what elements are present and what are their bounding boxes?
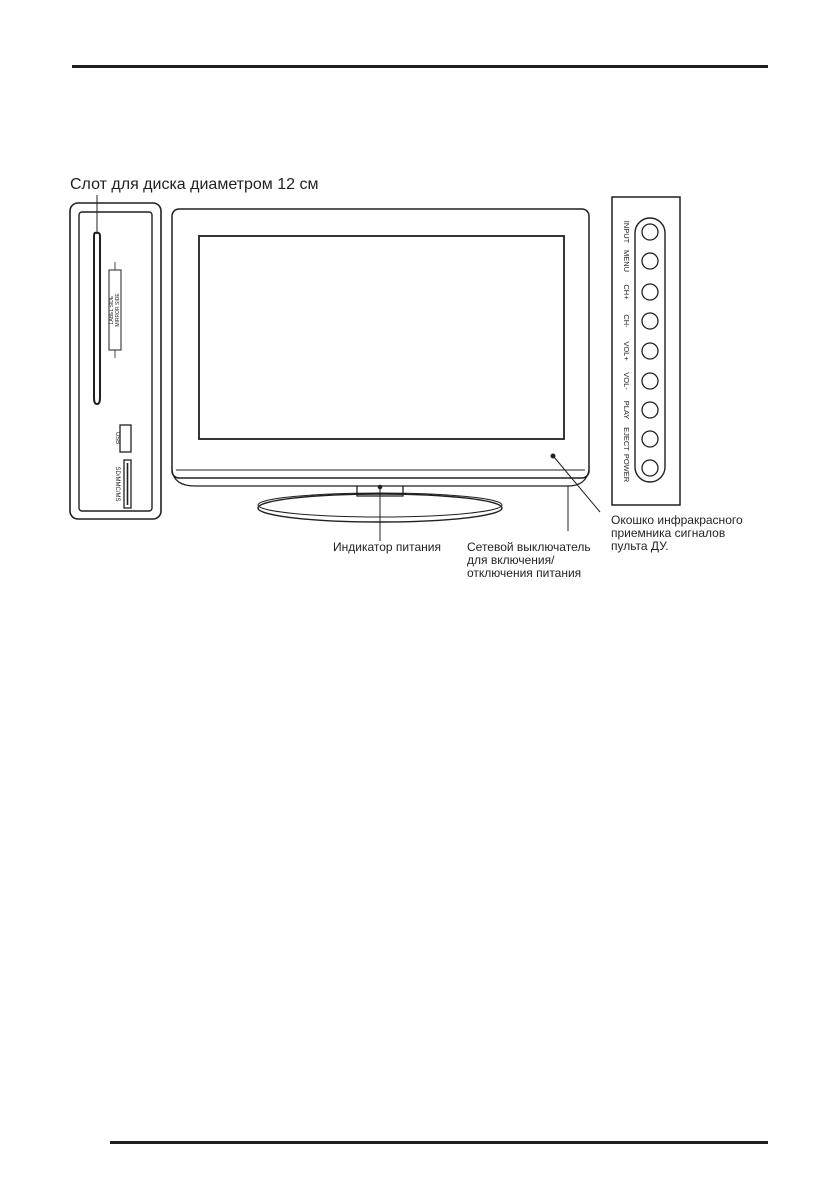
button-eject [641,430,659,448]
usb-label: USB [114,432,120,444]
button-ch-down [641,312,659,330]
button-label: POWER [622,454,631,483]
button-label: CH+ [622,284,631,300]
ir-window [550,453,556,459]
button-label: MENU [622,250,631,272]
button-play [641,401,659,419]
tv-body [171,208,590,487]
disc-slot [93,231,101,406]
ir-window-leader [553,456,601,513]
power-switch-caption-line: отключения питания [467,566,582,580]
disc-slot-caption: Слот для диска диаметром 12 см [70,176,319,193]
power-switch-caption-line: Сетевой выключатель [467,540,591,554]
button-label: CH- [622,314,631,328]
button-ch-up [641,283,659,301]
tv-screen [198,235,565,440]
tv-bezel [171,208,590,479]
power-indicator-caption: Индикатор питания [333,540,441,554]
button-vol-up [641,342,659,360]
side-panel [69,195,162,520]
ir-window-caption: Окошко инфракрасного приемника сигналов … [611,514,743,553]
power-switch-caption-line: для включения/ [467,553,555,567]
header-rule [72,65,768,68]
usb-port [119,424,132,453]
button-panel [611,196,681,506]
ir-window-caption-line: пульта ДУ. [611,539,669,553]
button-label: VOL- [622,372,631,390]
card-slot-label: SD/MMC/MS [114,467,120,502]
footer-rule [110,1141,768,1144]
button-label: VOL+ [622,341,631,361]
disc-label-text: MIRROR SIDE [115,293,121,327]
power-switch-caption: Сетевой выключатель для включения/ отклю… [467,541,591,580]
ir-window-caption-line: Окошко инфракрасного [611,513,743,527]
button-menu [641,252,659,270]
button-label: PLAY [622,401,631,420]
button-input [641,223,659,241]
button-label: EJECT [622,427,631,451]
button-label: INPUT [622,221,631,244]
card-slot [123,459,132,509]
ir-window-caption-line: приемника сигналов [611,526,726,540]
disc-label-text: LABEL SIDE [109,295,115,324]
button-vol-down [641,372,659,390]
button-power [641,459,659,477]
